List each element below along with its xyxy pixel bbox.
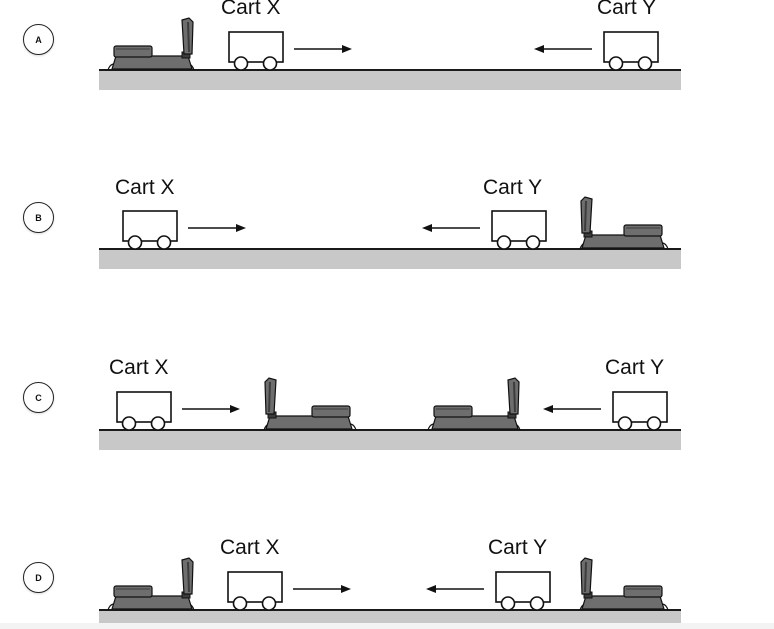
option-c-badge[interactable]: C bbox=[23, 382, 54, 413]
option-b-motion-sensor-icon-1 bbox=[579, 196, 669, 250]
option-b-panel bbox=[99, 196, 681, 269]
option-d-cart-x-arrow-icon bbox=[293, 585, 351, 593]
track bbox=[99, 249, 681, 269]
option-d-motion-sensor-icon-1 bbox=[107, 557, 195, 611]
option-b-cart-x-icon bbox=[122, 210, 178, 250]
option-b-cart-x-arrow-icon bbox=[188, 224, 246, 232]
option-d-badge[interactable]: D bbox=[23, 562, 54, 593]
option-b-cart-y-icon bbox=[491, 210, 547, 250]
option-a-badge[interactable]: A bbox=[23, 24, 54, 55]
option-a-cart-x-icon bbox=[228, 31, 284, 71]
option-d-panel bbox=[99, 557, 681, 629]
option-a-cart-y-arrow-icon bbox=[534, 45, 592, 53]
option-b-cart-y-arrow-icon bbox=[422, 224, 480, 232]
option-a-panel bbox=[99, 17, 681, 90]
option-b-badge[interactable]: B bbox=[23, 202, 54, 233]
option-d-cart-y-arrow-icon bbox=[426, 585, 484, 593]
bottom-edge bbox=[0, 623, 774, 629]
option-a-cart-y-label: Cart Y bbox=[597, 0, 657, 19]
option-b-cart-x-label: Cart X bbox=[115, 176, 175, 199]
track bbox=[99, 70, 681, 90]
option-d-cart-y-icon bbox=[495, 571, 551, 611]
option-d-motion-sensor-icon-2 bbox=[579, 557, 669, 611]
option-a-cart-x-label: Cart X bbox=[221, 0, 281, 19]
option-d-cart-y-label: Cart Y bbox=[488, 536, 548, 559]
option-c-motion-sensor-icon-2 bbox=[427, 377, 521, 431]
option-c-cart-y-arrow-icon bbox=[543, 405, 601, 413]
option-d-cart-x-icon bbox=[227, 571, 283, 611]
option-c-cart-x-arrow-icon bbox=[182, 405, 240, 413]
option-c-panel bbox=[99, 377, 681, 450]
option-c-cart-y-label: Cart Y bbox=[605, 356, 665, 379]
option-a-cart-x-arrow-icon bbox=[294, 45, 352, 53]
option-c-cart-y-icon bbox=[612, 391, 668, 431]
option-a-motion-sensor-icon-1 bbox=[107, 17, 195, 71]
option-b-cart-y-label: Cart Y bbox=[483, 176, 543, 199]
option-c-cart-x-label: Cart X bbox=[109, 356, 169, 379]
option-d-cart-x-label: Cart X bbox=[220, 536, 280, 559]
option-c-cart-x-icon bbox=[116, 391, 172, 431]
option-c-motion-sensor-icon-1 bbox=[263, 377, 357, 431]
option-a-cart-y-icon bbox=[603, 31, 659, 71]
track bbox=[99, 430, 681, 450]
